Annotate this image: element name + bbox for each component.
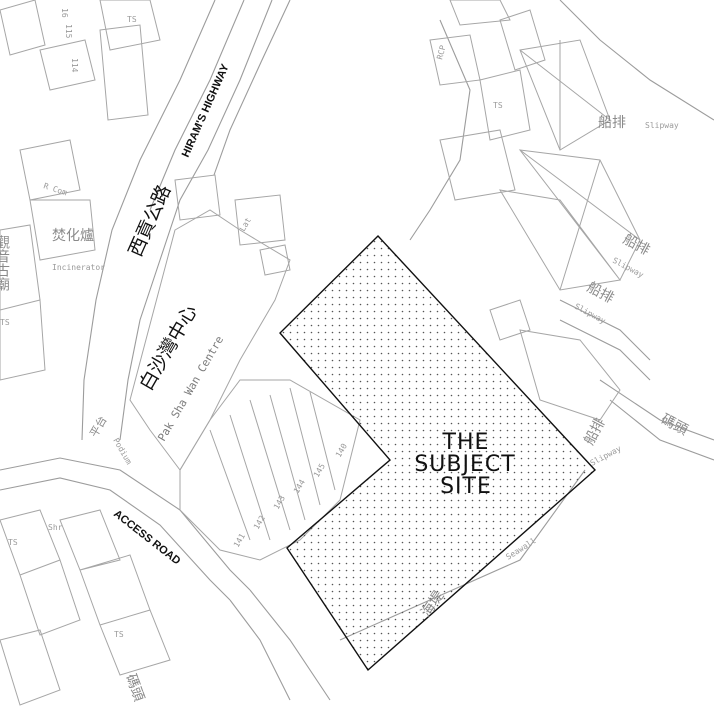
highway-side-structures (174, 174, 291, 276)
rcp-label: RCP (435, 44, 447, 60)
subject-site-area[interactable] (279, 234, 597, 672)
ts-label-bottom: TS (114, 630, 124, 639)
lot-number: 145 (312, 462, 327, 479)
subject-site[interactable]: THE SUBJECT SITE (279, 234, 597, 672)
subject-site-label-line3: SITE (440, 474, 492, 499)
incinerator-chinese-label: 焚化爐 (52, 228, 94, 244)
pier-chinese-label-right: 碼頭 (658, 411, 690, 438)
lat-label: Lat (238, 216, 253, 233)
pier-chinese-label-bottom: 碼頭 (122, 672, 147, 704)
hangar-diagonals (519, 40, 641, 291)
lot-number: 141 (232, 532, 247, 549)
lot-number: 114 (70, 58, 79, 73)
pak-sha-wan-centre-outline (129, 209, 291, 471)
slipway-lines (559, 299, 651, 381)
ts-label-left: TS (0, 318, 10, 327)
ts-label-top: TS (127, 15, 137, 24)
slipway-english-label-2: Slipway (611, 256, 645, 280)
hirams-highway-label: HIRAM'S HIGHWAY (180, 62, 232, 159)
access-road-edge-south (0, 477, 231, 601)
slipway-english-label-3: Slipway (573, 302, 607, 326)
hirams-highway-edge-far (213, 0, 291, 176)
hirams-highway-edge-east (119, 0, 273, 441)
lot-number: 115 (64, 24, 73, 39)
hirams-highway-chinese-label: 西貢公路 (124, 182, 175, 260)
lot-number: 140 (334, 442, 349, 459)
podium-dividers (209, 387, 336, 541)
lot-number: 143 (272, 494, 287, 511)
shoreline (409, 0, 714, 241)
lower-road (229, 589, 331, 701)
podium-english-label: Podium (111, 437, 133, 467)
hirams-highway-center (149, 0, 245, 211)
access-road-edge-north (0, 457, 251, 591)
slipway-english-label-1: Slipway (645, 121, 679, 130)
slipway-chinese-label-1: 船排 (598, 115, 626, 131)
upper-left-buildings (0, 0, 161, 381)
slipway-chinese-label-3: 船排 (584, 279, 616, 306)
subject-site-label-line2: SUBJECT (414, 452, 515, 477)
lot-number: 16 (60, 8, 69, 18)
ts-label-lower-left: TS (8, 538, 18, 547)
podium-chinese-label: 平台 (86, 413, 109, 439)
temple-chinese-label: 觀音古廟 (0, 235, 10, 291)
podium-block (179, 379, 361, 561)
shr-label: Shr (48, 523, 63, 532)
incinerator-english-label: Incinerator (52, 263, 105, 272)
subject-site-label-line1: THE (442, 430, 490, 455)
pier-lines (599, 379, 714, 461)
lower-left-buildings (0, 509, 171, 706)
slipway-chinese-label-2: 船排 (620, 231, 652, 258)
hirams-highway-edge-west (81, 0, 216, 441)
slipway-chinese-label-4: 船排 (581, 416, 608, 448)
ts-label-right: TS (493, 101, 503, 110)
